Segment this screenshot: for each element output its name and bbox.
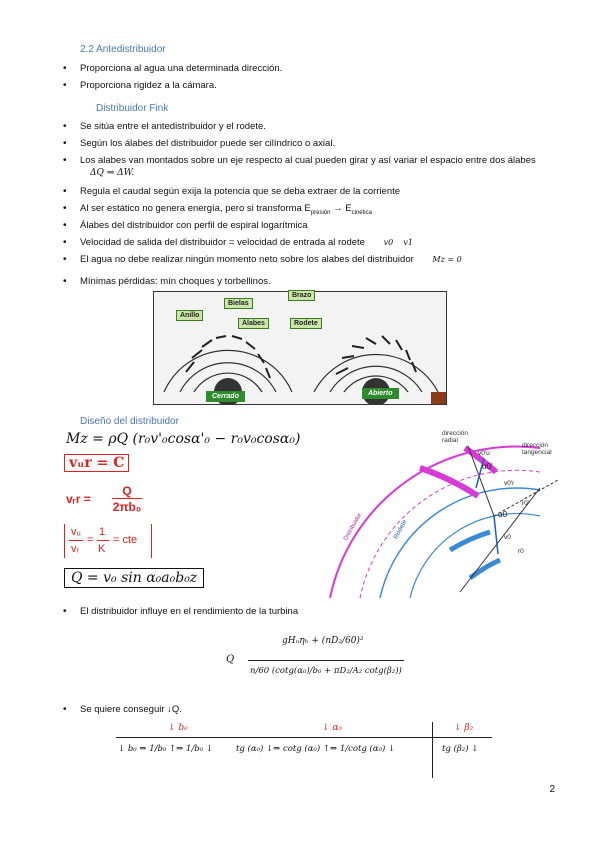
table-divider [432, 722, 433, 778]
label-bielas: Bielas [224, 298, 253, 309]
table-cell-alpha0: tg (α₀) ↓⇒ cotg (α₀) ↑⇒ 1/cotg (α₀) ↓ [236, 744, 396, 754]
velocity-diagram: dirección radial dirección tangencial Di… [300, 428, 570, 599]
eq-eff-Q: Q [226, 654, 235, 665]
label-brazo: Brazo [288, 290, 316, 301]
equation-vur: vᵤr = C [64, 454, 130, 472]
label-alabes: Álabes [238, 318, 269, 329]
ratio-rhs: = cte [113, 534, 138, 546]
label-rodete: Rodete [290, 318, 322, 329]
label-tangential: dirección tangencial [522, 442, 552, 456]
fraction-bar [97, 540, 109, 541]
table-header-b0: ↓ b₀ [168, 723, 188, 733]
subsection-title: Distribuidor Fink [96, 103, 169, 114]
label-r0p: r0' [522, 500, 530, 507]
list-item: •Álabes del distribuidor con perfil de e… [63, 220, 308, 231]
list-item: •Se sitúa entre el antedistribuidor y el… [63, 121, 266, 132]
list-item: •El distribuidor influye en el rendimien… [63, 606, 299, 617]
section-title: 2.2 Antedistribuidor [80, 44, 166, 55]
list-item: •Proporciona rigidez a la cámara. [63, 80, 217, 91]
table-rule [116, 737, 492, 738]
label-radial: dirección radial [442, 430, 469, 444]
equation-Q: Q = v₀ sin α₀a₀b₀z [64, 568, 205, 588]
table-cell-b0: ↓ b₀ ⇒ 1/b₀ ↑⇒ 1/b₀ ↓ [118, 744, 213, 754]
ratio-equals: = [87, 534, 94, 546]
list-item: •Velocidad de salida del distribuidor = … [63, 237, 413, 248]
list-item: •Los alabes van montados sobre un eje re… [63, 155, 536, 178]
ratio-num: vᵤ [71, 526, 81, 538]
label-r0: r0 [518, 548, 524, 555]
math-inline: v0 v1 [383, 238, 413, 247]
table-cell-beta2: tg (β₂) ↓ [442, 744, 479, 754]
label-v0: v0 [504, 534, 511, 541]
velocity-diagram-svg [329, 445, 559, 599]
list-item: •Según los álabes del distribuidor puede… [63, 138, 336, 149]
label-anillo: Anillo [176, 310, 204, 321]
design-title: Diseño del distribuidor [80, 416, 179, 427]
list-item: •Se quiere conseguir ↓Q. [63, 704, 182, 715]
label-v0r: v0'r [504, 480, 515, 487]
implication-table: ↓ b₀ ↓ α₀ ↓ β₂ ↓ b₀ ⇒ 1/b₀ ↑⇒ 1/b₀ ↓ tg … [116, 722, 496, 780]
label-alpha0p: α0' [482, 462, 493, 471]
fraction-bar [69, 540, 83, 541]
eq-eff-den: n/60 (cotg(α₀)/b₀ + πD₂/A₂ cotg(β₂)) [250, 666, 402, 676]
distributor-figure: Brazo Bielas Anillo Álabes Rodete Cerrad… [153, 290, 447, 406]
ratio-k-den: K [98, 543, 106, 555]
ratio-den: vᵣ [71, 543, 80, 555]
list-item: •Proporciona al agua una determinada dir… [63, 63, 283, 74]
math-inline: Mz = 0 [432, 255, 462, 264]
label-v0u: v0'u [478, 450, 490, 457]
fraction-bar [112, 498, 142, 499]
math-inline: ΔQ ⇒ ΔW. [90, 168, 135, 178]
equation-ratio: vᵤ vᵣ = 1 K = cte [64, 524, 152, 558]
ratio-k-num: 1 [99, 526, 106, 538]
list-item: •El agua no debe realizar ningún momento… [63, 254, 462, 265]
eq-eff-num: gHₙηₕ + (nD₂/60)² [282, 636, 364, 646]
page-number: 2 [549, 784, 555, 795]
table-header-alpha0: ↓ α₀ [322, 723, 343, 733]
equation-vr-num: Q [122, 484, 132, 498]
list-item: •Al ser estático no genera energía, pero… [63, 203, 372, 216]
label-alpha0: α0 [498, 510, 508, 519]
equation-moment: Mz = ρQ (r₀v'₀cosα'₀ − r₀v₀cosα₀) [66, 431, 301, 447]
list-item: •Regula el caudal según exija la potenci… [63, 186, 401, 197]
equation-efficiency: Q gHₙηₕ + (nD₂/60)² n/60 (cotg(α₀)/b₀ + … [226, 632, 406, 688]
fraction-bar [248, 660, 404, 661]
distributor-drawing [163, 335, 446, 406]
equation-vr-den: 2πb₀ [112, 500, 142, 514]
label-open: Abierto [362, 388, 399, 399]
equation-vr-lhs: vᵣr = [66, 492, 91, 506]
table-header-beta2: ↓ β₂ [454, 723, 474, 733]
list-item: •Mínimas pérdidas: mín choques y torbell… [63, 276, 271, 287]
label-closed: Cerrado [206, 391, 245, 402]
